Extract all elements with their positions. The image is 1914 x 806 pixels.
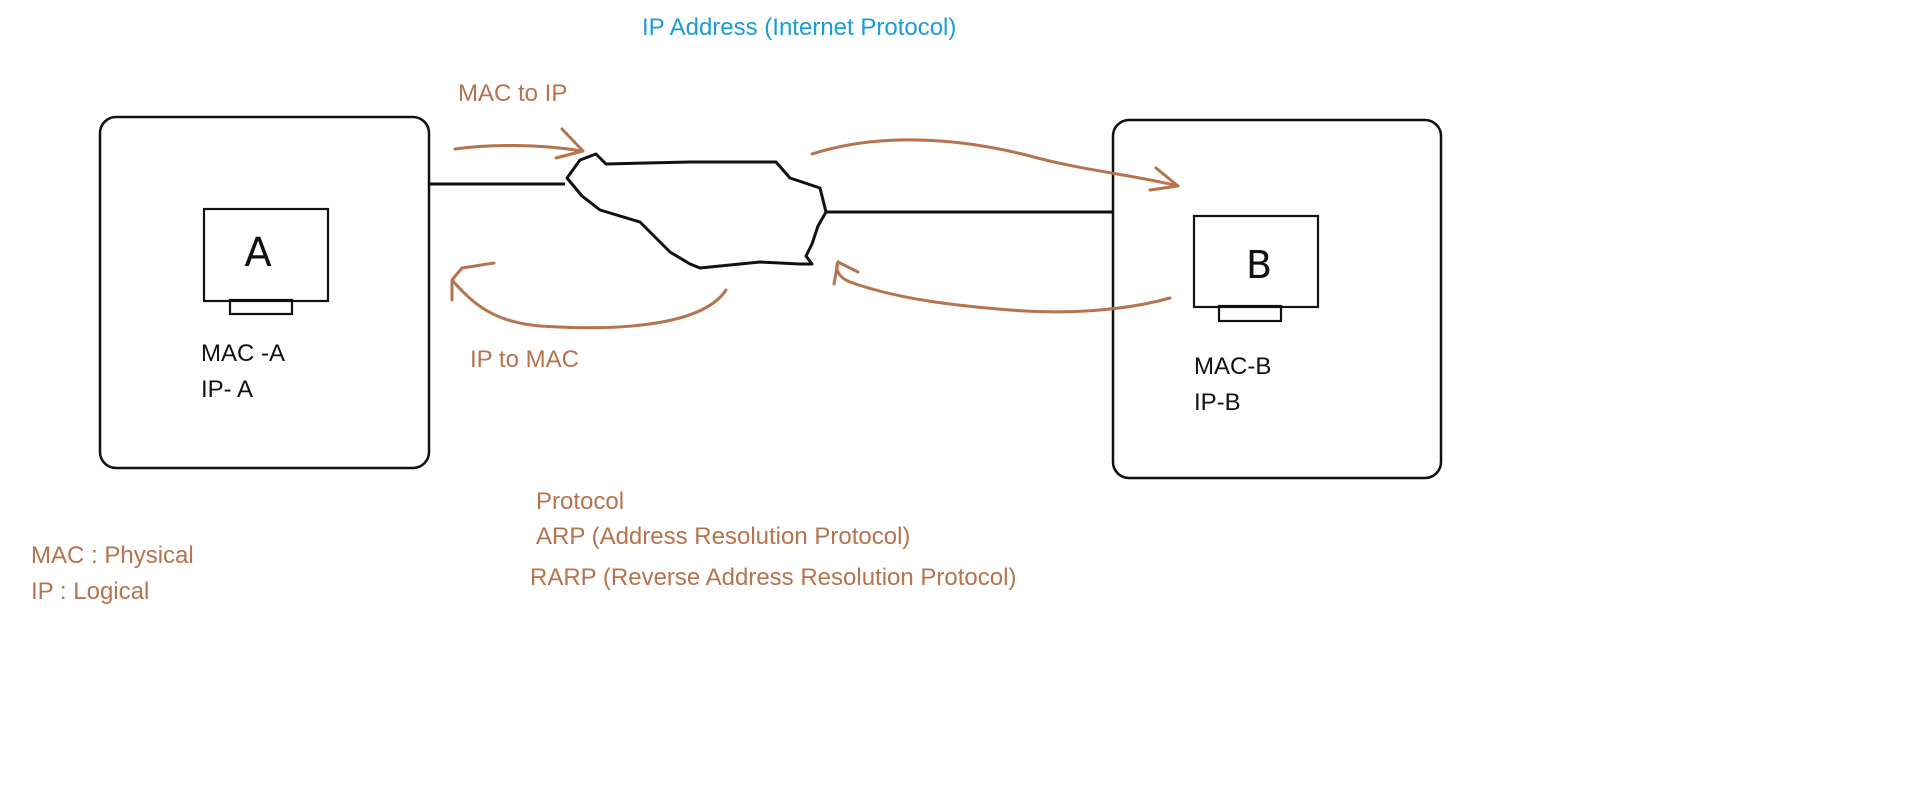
host-b-ip-label: IP-B [1194,389,1241,416]
host-b-screen-letter: B [1246,243,1272,287]
legend-ip-logical: IP : Logical [31,578,150,605]
arp-label: ARP (Address Resolution Protocol) [536,523,911,550]
host-b-box [1111,118,1443,480]
b-to-switch-arrowhead [832,260,860,286]
mac-to-ip-arrow [453,143,584,153]
protocol-heading: Protocol [536,488,625,515]
host-b-monitor-stand [1217,304,1283,323]
diagram-title: IP Address (Internet Protocol) [642,14,957,41]
switch-to-b-arrowhead [1148,166,1180,192]
legend-mac-physical: MAC : Physical [31,542,194,569]
mac-to-ip-arrowhead [554,127,585,160]
network-switch-shape [565,152,828,270]
ip-to-mac-arrowhead [450,261,496,302]
host-b-mac-label: MAC-B [1194,353,1272,380]
b-to-switch-arrow [835,260,1172,314]
host-a-box [98,115,431,470]
switch-to-b-arrow [810,138,1180,188]
ip-to-mac-arrow [450,278,728,330]
host-a-screen-letter: A [244,230,272,276]
host-a-ip-label: IP- A [201,376,254,403]
host-a-mac-label: MAC -A [201,340,285,367]
mac-to-ip-label: MAC to IP [458,80,568,107]
rarp-label: RARP (Reverse Address Resolution Protoco… [530,564,1017,591]
host-a-monitor-stand [228,298,294,316]
ip-to-mac-label: IP to MAC [470,346,579,373]
